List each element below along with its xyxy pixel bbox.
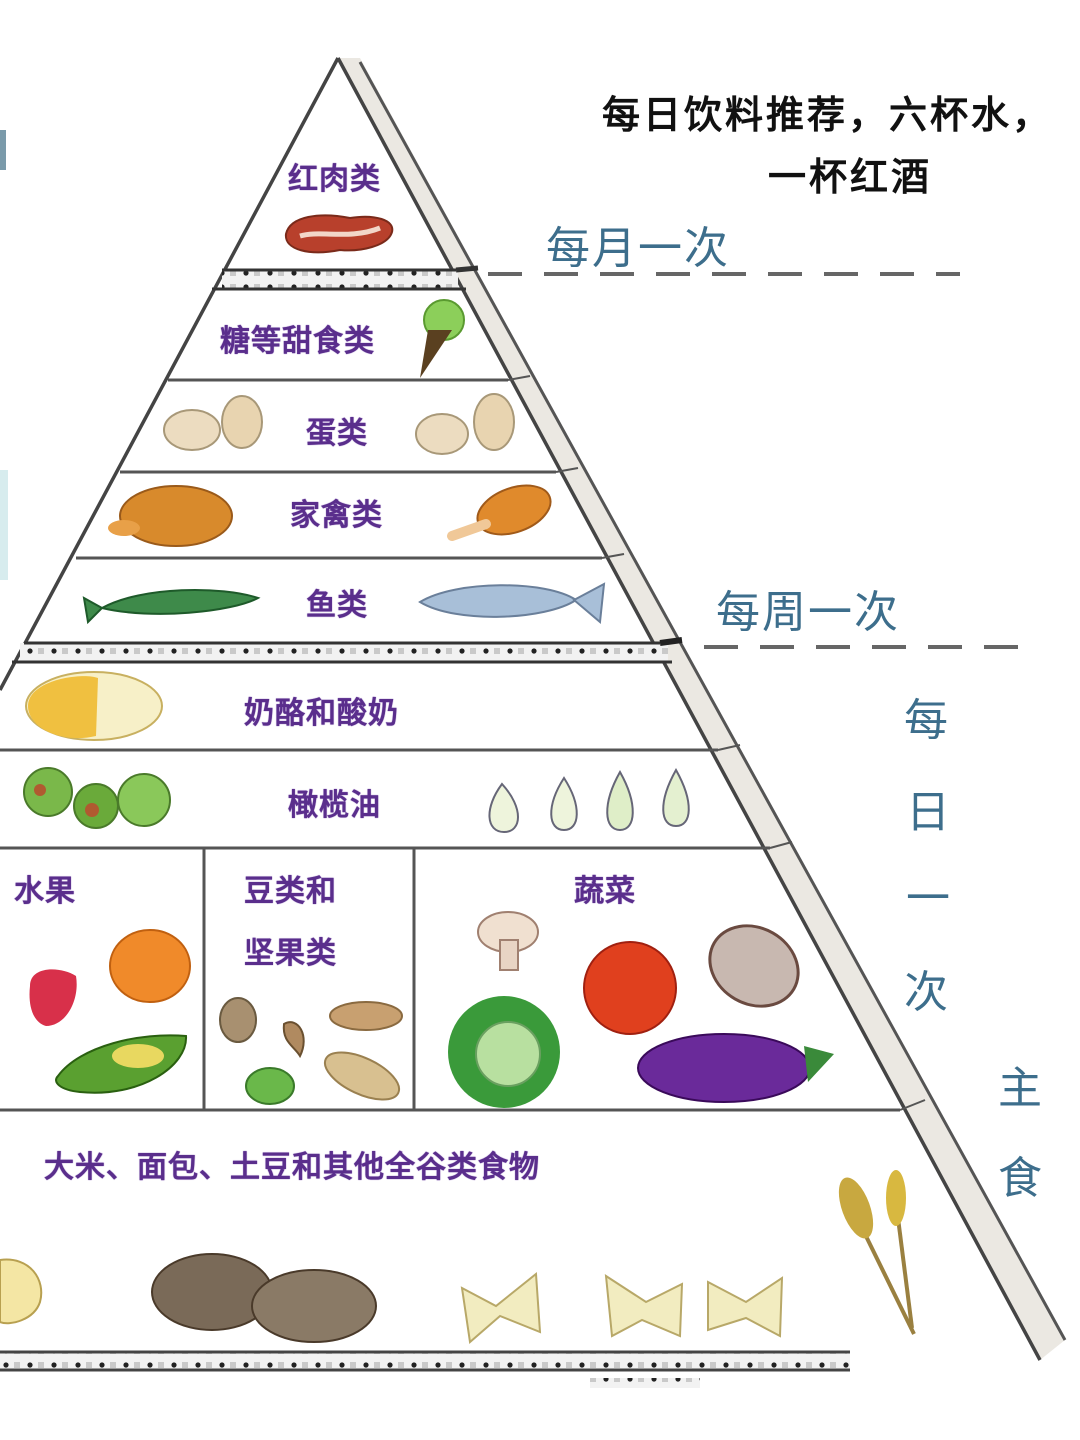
frequency-staple-char-1: 主 bbox=[998, 1063, 1042, 1114]
almond-icon bbox=[329, 1001, 403, 1031]
bean-icon bbox=[245, 1067, 295, 1105]
oil-drops-icon bbox=[488, 767, 690, 834]
tier-label-poultry: 家禽类 bbox=[290, 498, 383, 533]
tier-label-olive-oil: 橄榄油 bbox=[288, 788, 381, 823]
blue-fish-icon bbox=[418, 582, 606, 624]
peanut-icon bbox=[323, 1051, 401, 1101]
tier-label-legumes-line2: 坚果类 bbox=[244, 936, 337, 971]
mushroom-icon bbox=[477, 911, 539, 971]
frequency-daily-char-1: 每 bbox=[904, 695, 948, 746]
frequency-daily-char-2: 日 bbox=[906, 787, 950, 838]
fruit-icons bbox=[29, 929, 191, 1094]
cashew-icon bbox=[282, 1021, 305, 1059]
drumstick-icon bbox=[447, 484, 552, 541]
tier-label-eggs: 蛋类 bbox=[306, 416, 368, 451]
frequency-monthly: 每月一次 bbox=[546, 223, 730, 274]
cheese-wheel-icon bbox=[25, 671, 163, 741]
frequency-weekly: 每周一次 bbox=[716, 587, 900, 638]
roast-chicken-icon bbox=[108, 485, 233, 547]
eggs-left-icon bbox=[163, 395, 263, 451]
tier-label-legumes-line1: 豆类和 bbox=[244, 874, 337, 909]
strawberry-icon bbox=[29, 969, 77, 1026]
frequency-daily-char-3: 一 bbox=[906, 873, 950, 924]
bread-icon bbox=[0, 1258, 43, 1325]
tier-label-vegetables: 蔬菜 bbox=[574, 874, 636, 909]
ice-cream-cone-icon bbox=[420, 299, 465, 378]
pasta-bows-icon bbox=[460, 1272, 784, 1344]
onion-icon bbox=[708, 924, 800, 1008]
wheat-icon bbox=[838, 1170, 916, 1335]
dotted-band-bottom bbox=[0, 1350, 850, 1388]
potatoes-icon bbox=[151, 1253, 377, 1343]
vegetable-icons bbox=[448, 911, 834, 1108]
eggs-right-icon bbox=[415, 393, 515, 455]
eggplant-icon bbox=[637, 1033, 834, 1103]
pistachio-icon bbox=[219, 997, 257, 1043]
tier-label-grains: 大米、面包、土豆和其他全谷类食物 bbox=[44, 1150, 540, 1185]
tier-label-fruit: 水果 bbox=[14, 874, 76, 909]
steak-icon bbox=[284, 214, 394, 254]
green-fish-icon bbox=[82, 589, 261, 625]
cabbage-icon bbox=[448, 996, 560, 1108]
tier-label-dairy: 奶酪和酸奶 bbox=[244, 696, 399, 731]
tomato-icon bbox=[583, 941, 677, 1035]
olives-icon bbox=[23, 767, 171, 829]
nuts-icons bbox=[219, 997, 403, 1105]
frequency-daily-char-4: 次 bbox=[904, 967, 948, 1018]
apricot-icon bbox=[109, 929, 191, 1003]
frequency-staple-char-2: 食 bbox=[998, 1153, 1042, 1204]
title-line-2: 一杯红酒 bbox=[768, 155, 933, 199]
title-line-1: 每日饮料推荐，六杯水， bbox=[602, 93, 1054, 137]
dotted-band-weekly bbox=[12, 641, 672, 664]
tier-label-red-meat: 红肉类 bbox=[288, 162, 381, 197]
dotted-band-monthly bbox=[212, 268, 466, 291]
tier-label-sweets: 糖等甜食类 bbox=[220, 324, 375, 359]
tier-label-fish: 鱼类 bbox=[306, 588, 368, 623]
